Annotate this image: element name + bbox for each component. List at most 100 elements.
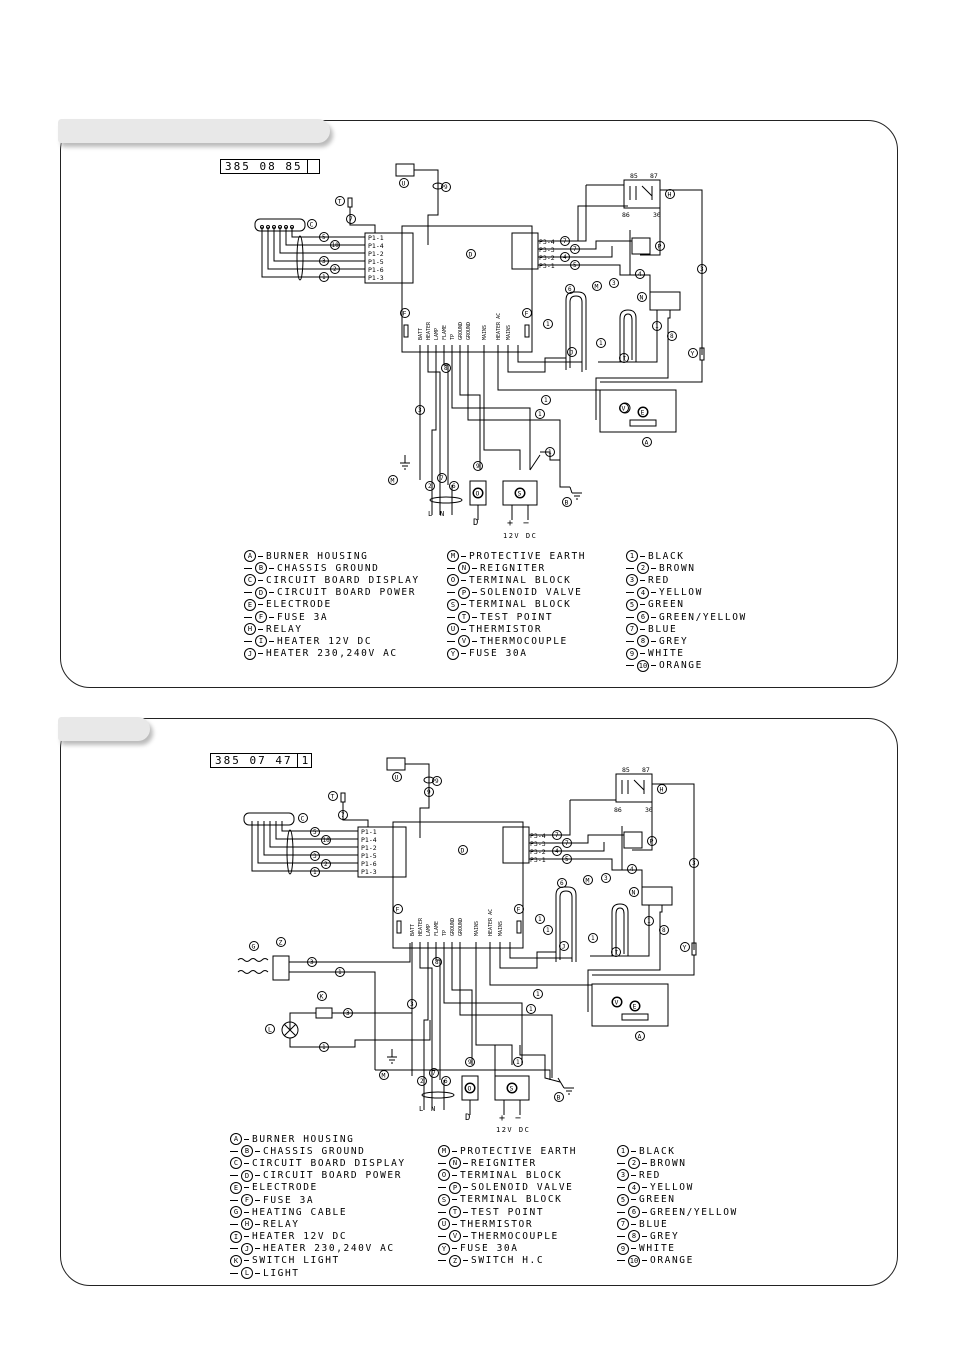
terminal-label: FLAME — [442, 325, 448, 340]
p1-label: P1-2 — [361, 844, 377, 852]
color-num: 5 — [617, 1193, 629, 1206]
terminal-label: BATT — [418, 328, 424, 340]
badge-f: F — [396, 906, 400, 914]
wire-num: 9 — [427, 789, 431, 796]
p1-label: P1-1 — [368, 234, 384, 242]
wire-num: 2 — [333, 266, 337, 273]
legend-label: TERMINAL BLOCK — [469, 574, 572, 586]
color-num: 7 — [617, 1218, 629, 1231]
legend-label: HEATING CABLE — [252, 1206, 348, 1218]
badge-u: U — [402, 180, 406, 188]
part-number-1: 385 08 85 — [220, 159, 320, 174]
legend-label: TEST POINT — [480, 611, 554, 623]
legend-label: RELAY — [263, 1218, 300, 1230]
wire-num: 7 — [341, 812, 345, 819]
legend-label: CHASSIS GROUND — [263, 1145, 366, 1157]
color-num: 9 — [626, 647, 638, 660]
badge-v: V — [615, 999, 619, 1007]
wire-num: 1 — [599, 340, 603, 347]
color-label: BLACK — [639, 1145, 676, 1157]
p3-label: P3-1 — [539, 262, 555, 270]
wire-num: 9 — [476, 463, 480, 470]
legend-letter: T — [458, 611, 470, 624]
badge-b: B — [557, 1094, 561, 1102]
terminal-label: TP — [442, 930, 448, 936]
p1-labels: P1-1 P1-4 P1-2 P1-5 P1-6 P1-3 P3-4 P3-3 … — [368, 172, 661, 282]
wire-num: 6 — [444, 1078, 448, 1085]
legend-label: TERMINAL BLOCK — [460, 1194, 563, 1206]
color-label: BLACK — [648, 550, 685, 562]
wire-num: 1 — [546, 321, 550, 328]
legend-label: CIRCUIT BOARD POWER — [263, 1170, 403, 1182]
power-board — [401, 225, 533, 353]
wire-num: 8 — [662, 927, 666, 934]
supply-label: 12V DC — [496, 1126, 530, 1134]
color-label: BROWN — [659, 562, 696, 574]
terminal-label: GROUND — [458, 322, 464, 340]
badge-d: D — [461, 847, 465, 855]
burner-housing — [591, 983, 669, 1027]
legend-letter: N — [449, 1157, 461, 1170]
terminal-label: GROUND — [458, 918, 464, 936]
wire-num: 1 — [591, 935, 595, 942]
badge-g: G — [252, 943, 256, 951]
p3-label: P3-3 — [539, 246, 555, 254]
color-num: 5 — [626, 598, 638, 611]
legend-label: FUSE 3A — [263, 1194, 315, 1206]
badge-y: Y — [691, 350, 695, 358]
badge-i: I — [615, 949, 619, 957]
legend-letter: N — [458, 562, 470, 575]
badge-z: Z — [279, 939, 283, 947]
legend-label: CHASSIS GROUND — [277, 562, 380, 574]
ac-n-label: N — [431, 1105, 435, 1113]
terminal-label: BATT — [410, 924, 416, 936]
p3-label: P3-4 — [530, 832, 546, 840]
badge-l: L — [268, 1026, 272, 1034]
ac-l-label: L — [428, 510, 432, 518]
legend-label: BURNER HOUSING — [266, 550, 369, 562]
protective-earth-symbol — [387, 1049, 397, 1064]
legend-letter: C — [230, 1157, 242, 1170]
legend-label: HEATER 230,240V AC — [263, 1243, 395, 1255]
thermistor — [386, 757, 406, 771]
relay-pin: 86 — [622, 211, 630, 219]
legend-letter: M — [438, 1145, 450, 1158]
board-terminal-labels: BATT HEATER LAMP FLAME TP GROUND GROUND … — [410, 909, 504, 936]
wire-num: 7 — [573, 246, 577, 253]
legend-letter: U — [447, 623, 459, 636]
legend-row: G HEATING CABLE — [230, 1206, 406, 1219]
badge-y: Y — [683, 944, 687, 952]
terminal-block-s — [494, 1075, 530, 1101]
color-label: GREY — [659, 635, 689, 647]
wire-num: 4 — [555, 848, 559, 855]
legend-letter: I — [255, 635, 267, 648]
wire-num: 3 — [310, 959, 314, 966]
p1-label: P1-1 — [361, 828, 377, 836]
terminal-label: HEATER — [418, 917, 424, 936]
color-label: GREEN/YELLOW — [659, 611, 747, 623]
plus-label: + — [507, 518, 513, 529]
switch-hc — [272, 955, 290, 981]
wire-num: 8 — [444, 365, 448, 372]
chassis-ground-symbol — [572, 492, 582, 500]
legend-letter: G — [230, 1206, 242, 1219]
legend-label: SOLENOID VALVE — [480, 587, 583, 599]
p1-label: P1-5 — [361, 852, 377, 860]
wire-num: 3 — [346, 1010, 350, 1017]
wire-num: 7 — [563, 238, 567, 245]
terminal-label: HEATER AC — [496, 313, 502, 340]
color-label: RED — [648, 574, 670, 586]
